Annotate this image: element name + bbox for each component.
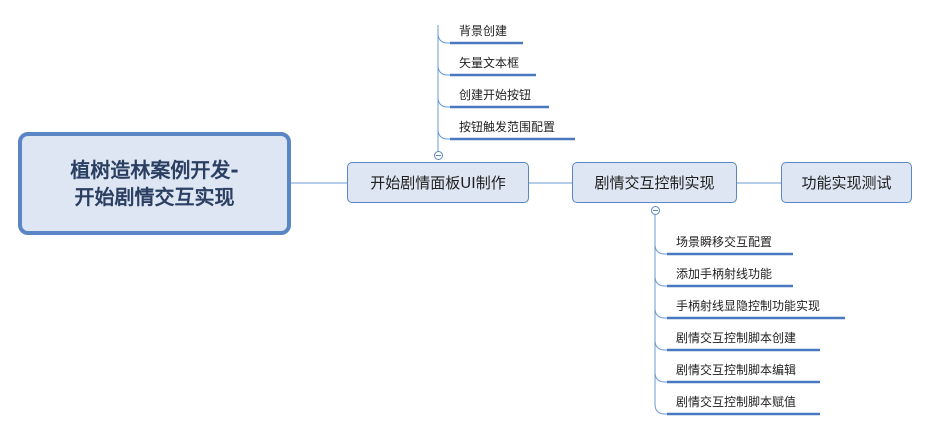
topic-label: 剧情交互控制实现 xyxy=(594,174,715,192)
subtopic-item[interactable]: 添加手柄射线功能 xyxy=(676,267,773,281)
subtopic-item[interactable]: 剧情交互控制脚本赋值 xyxy=(676,395,797,409)
topic-story-interaction-control[interactable]: 剧情交互控制实现 xyxy=(572,162,737,203)
root-title-line2: 开始剧情交互实现 xyxy=(74,184,235,209)
topic-function-test[interactable]: 功能实现测试 xyxy=(781,162,912,203)
topic-start-panel-ui[interactable]: 开始剧情面板UI制作 xyxy=(347,162,529,203)
root-topic[interactable]: 植树造林案例开发- 开始剧情交互实现 xyxy=(18,132,291,235)
collapse-toggle-icon[interactable] xyxy=(434,151,443,160)
subtopic-item[interactable]: 背景创建 xyxy=(459,24,508,38)
subtopic-item[interactable]: 矢量文本框 xyxy=(459,56,520,70)
subtopic-item[interactable]: 创建开始按钮 xyxy=(459,88,532,102)
topic-label: 功能实现测试 xyxy=(801,174,892,192)
collapse-toggle-icon[interactable] xyxy=(651,206,660,215)
root-title-line1: 植树造林案例开发- xyxy=(70,157,239,182)
subtopic-item[interactable]: 场景瞬移交互配置 xyxy=(676,235,773,249)
subtopic-item[interactable]: 剧情交互控制脚本编辑 xyxy=(676,363,797,377)
topic-label: 开始剧情面板UI制作 xyxy=(370,174,506,192)
subtopic-item[interactable]: 按钮触发范围配置 xyxy=(459,120,556,134)
subtopic-item[interactable]: 手柄射线显隐控制功能实现 xyxy=(676,299,821,313)
subtopic-item[interactable]: 剧情交互控制脚本创建 xyxy=(676,331,797,345)
